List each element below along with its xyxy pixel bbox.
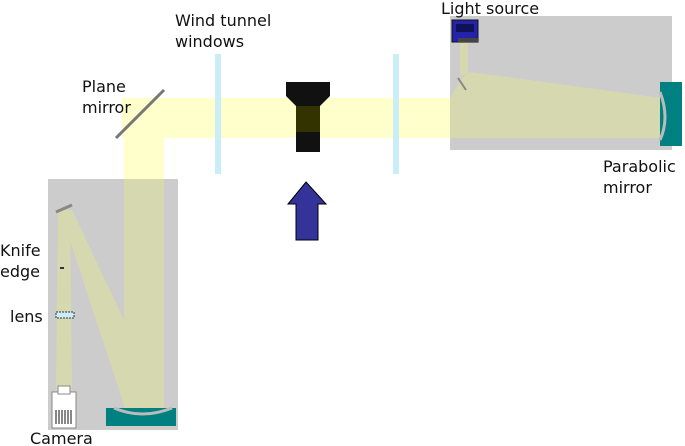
- parabolic-mirror-label-line1: Parabolic: [603, 157, 676, 176]
- camera-beam: [56, 212, 72, 390]
- plane-mirror-label-line2: mirror: [82, 98, 131, 117]
- camera-parabolic-mirror-surface: [113, 406, 173, 416]
- knife-edge-label-line1: Knife: [0, 241, 41, 260]
- plane-mirror: [114, 88, 166, 140]
- flow-direction-arrow: [286, 181, 328, 241]
- camera-label: Camera: [30, 429, 93, 446]
- parabolic-mirror-mount: [660, 82, 682, 146]
- wind-tunnel-windows-label-line1: Wind tunnel: [175, 11, 271, 30]
- test-model-stem: [296, 132, 320, 152]
- parabolic-mirror-label-line2: mirror: [603, 178, 652, 197]
- collimated-beam-horizontal: [122, 98, 452, 138]
- parabolic-mirror-surface: [658, 91, 667, 141]
- camera-top: [57, 385, 71, 395]
- converging-beam: [60, 210, 164, 405]
- light-cone-upper: [450, 72, 662, 98]
- collimated-beam-on-panel: [450, 98, 660, 138]
- test-model-in-beam: [296, 106, 320, 132]
- light-source-grille: [456, 24, 474, 32]
- light-source-mirror: [457, 77, 467, 91]
- wind-tunnel-windows-label-line2: windows: [175, 32, 244, 51]
- wind-tunnel-window-left: [215, 54, 221, 174]
- wind-tunnel-window-right: [393, 54, 399, 174]
- plane-mirror-label-line1: Plane: [82, 77, 126, 96]
- light-cone-source: [460, 42, 468, 76]
- knife-edge-label-line2: edge: [0, 262, 40, 281]
- light-source-label: Light source: [441, 0, 539, 18]
- lens-label: lens: [10, 307, 43, 326]
- lens-icon: [55, 311, 75, 319]
- camera-panel-mirror: [55, 203, 73, 214]
- light-source-base: [458, 38, 478, 42]
- camera-barcode-icon: [55, 410, 72, 424]
